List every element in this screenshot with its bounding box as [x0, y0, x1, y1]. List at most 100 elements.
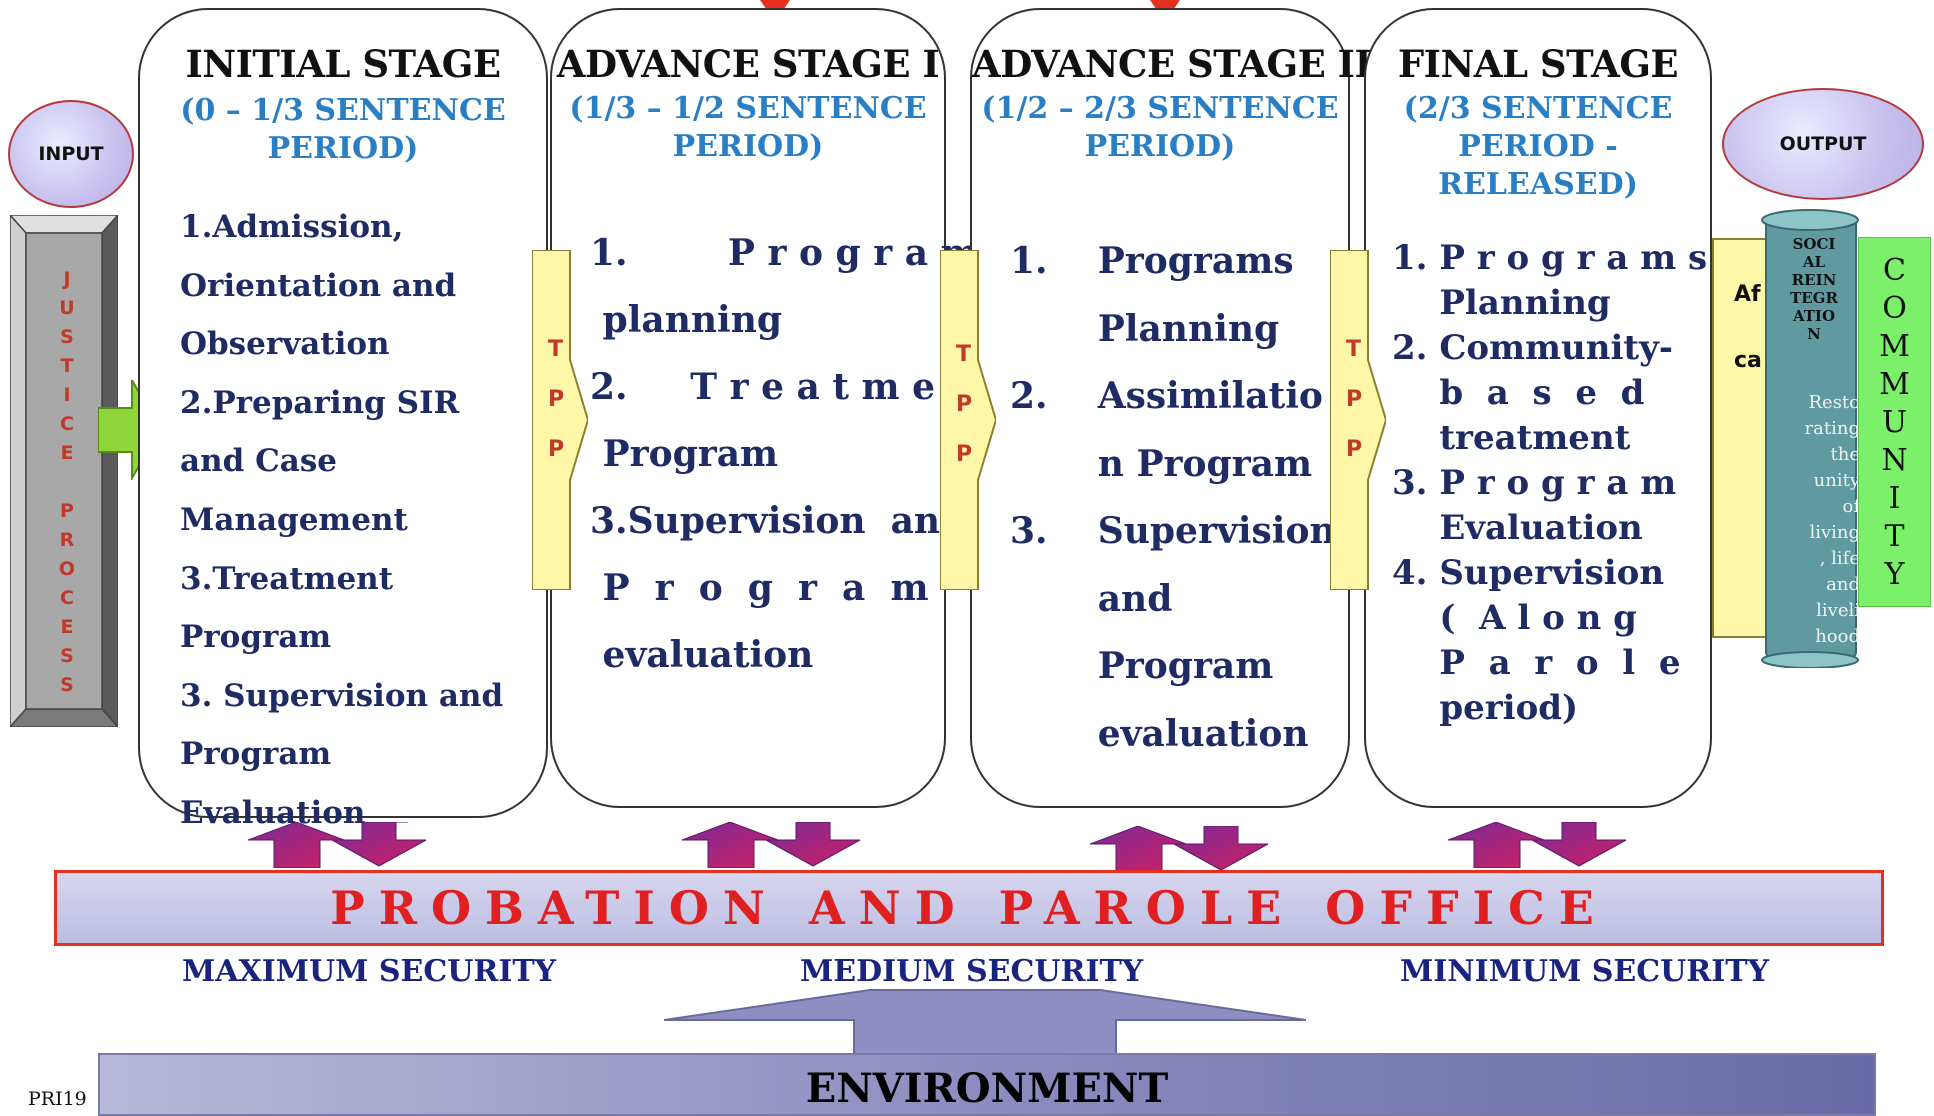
stage-item: ( A l o n g	[1392, 598, 1637, 638]
maximum-security-label: MAXIMUM SECURITY	[182, 954, 557, 989]
justice-letter: E	[60, 442, 74, 464]
output-label: OUTPUT	[1779, 133, 1867, 155]
justice-letter: J	[63, 268, 71, 290]
justice-letter: U	[59, 297, 75, 319]
stage-title: FINAL STAGE	[1397, 42, 1679, 86]
office-label: PROBATION AND PAROLE OFFICE	[330, 881, 1608, 935]
medium-security-label: MEDIUM SECURITY	[800, 954, 1144, 989]
community-letter: U	[1881, 405, 1908, 440]
justice-letter	[52, 468, 82, 497]
stage-period: (1/2 – 2/3 SENTENCE PERIOD)	[981, 91, 1339, 164]
stage-title: ADVANCE STAGE II	[972, 42, 1372, 86]
probation-parole-office: PROBATION AND PAROLE OFFICE	[54, 870, 1884, 946]
stage-item: Program	[180, 736, 332, 773]
stage-item: 4. Supervision	[1392, 553, 1665, 593]
stage-item: b a s e d	[1392, 373, 1645, 413]
tpp-connector-2	[940, 250, 996, 590]
community-letter: I	[1888, 481, 1901, 516]
stage-item: P a r o l e	[1392, 643, 1681, 683]
stage-item: n Program	[1010, 442, 1313, 485]
stage-item: Program	[180, 619, 332, 656]
justice-letter: T	[60, 355, 74, 377]
community-letter: M	[1879, 367, 1910, 402]
stage-final: FINAL STAGE (2/3 SENTENCE PERIOD - RELEA…	[1364, 8, 1712, 808]
justice-letter: S	[60, 326, 74, 348]
stage-item: Evaluation	[1392, 508, 1643, 548]
community-letter: Y	[1884, 557, 1905, 592]
stage-item: Observation	[180, 326, 390, 363]
stage-period: (1/3 – 1/2 SENTENCE PERIOD)	[569, 91, 927, 164]
stage-title: INITIAL STAGE	[185, 42, 501, 86]
stage-item: Planning	[1392, 283, 1611, 323]
stage-item: 3. P r o g r a m	[1392, 463, 1677, 503]
stage-item: Program	[590, 433, 779, 475]
stage-item: evaluation	[590, 634, 814, 676]
stage-period: (2/3 SENTENCE PERIOD - RELEASED)	[1403, 91, 1673, 202]
justice-letter: O	[58, 558, 76, 580]
justice-letter: C	[60, 587, 74, 609]
stage-item: Orientation and	[180, 267, 457, 304]
input-label: INPUT	[38, 143, 104, 165]
output-oval: OUTPUT	[1722, 88, 1924, 200]
stage-item: 2. Community-	[1392, 328, 1673, 368]
stage-item: 2. Assimilatio	[1010, 375, 1323, 417]
justice-letter: S	[60, 645, 74, 667]
community-letter: C	[1883, 253, 1906, 288]
stage-item: treatment	[1392, 418, 1631, 458]
aftercare-box: Af ca	[1712, 238, 1772, 638]
stage-item: 3. Supervision	[1010, 510, 1336, 552]
justice-letter: P	[60, 500, 74, 522]
up-down-arrows	[1448, 822, 1627, 868]
social-reintegration-title: SOCI AL REIN TEGR ATIO N	[1790, 235, 1838, 343]
social-reintegration-scroll	[1761, 209, 1859, 668]
environment-band: ENVIRONMENT	[98, 1053, 1876, 1116]
community-letter: N	[1881, 443, 1908, 478]
stage-item: 1. P r o g r a m s	[1392, 238, 1708, 278]
stage-item: 1. Programs	[1010, 240, 1294, 282]
stage-item: planning	[590, 299, 783, 341]
environment-label: ENVIRONMENT	[805, 1065, 1169, 1112]
stage-item: period)	[1392, 688, 1579, 728]
stage-item: 2.Preparing SIR	[180, 384, 460, 421]
stage-item: Evaluation	[180, 794, 366, 831]
stage-item: 3.Treatment	[180, 560, 394, 597]
stage-title: ADVANCE STAGE I	[556, 42, 940, 86]
stage-items: 1. Programs Planning 2. Assimilatio n Pro…	[1010, 228, 1336, 768]
justice-letter: C	[60, 413, 74, 435]
stage-item: evaluation	[1010, 712, 1309, 755]
stage-item: Planning	[1010, 307, 1280, 350]
stage-item: and Case	[180, 443, 338, 480]
tpp-connector-1	[532, 250, 588, 590]
justice-letter: I	[63, 384, 71, 406]
input-oval: INPUT	[8, 100, 134, 208]
minimum-security-label: MINIMUM SECURITY	[1400, 954, 1769, 989]
tpp-connector-3	[1330, 250, 1386, 590]
community-letter: T	[1884, 519, 1905, 554]
stage-item: and	[1010, 577, 1173, 620]
up-down-arrows	[682, 822, 861, 868]
up-down-arrows	[1090, 826, 1269, 872]
stage-advance-2: ADVANCE STAGE II (1/2 – 2/3 SENTENCE PER…	[970, 8, 1372, 808]
stage-period: (0 – 1/3 SENTENCE PERIOD)	[180, 93, 506, 166]
justice-letter: E	[60, 616, 74, 638]
justice-letter: S	[60, 674, 74, 696]
stage-item: Management	[180, 501, 408, 538]
stage-advance-1: ADVANCE STAGE I (1/3 – 1/2 SENTENCE PERI…	[550, 8, 1011, 808]
stage-item: 3.Supervision and	[590, 500, 966, 542]
stage-item: 3. Supervision and	[180, 677, 504, 714]
community-letter: M	[1879, 329, 1910, 364]
stage-items: 1. P r o g r a m s Planning 2. Community-…	[1392, 236, 1707, 731]
stage-item: P r o g r a m	[590, 567, 929, 609]
community-letter: O	[1882, 291, 1907, 326]
up-down-arrows	[248, 822, 427, 868]
stage-item: Program	[1010, 645, 1274, 687]
stage-item: 1.Admission,	[180, 209, 404, 245]
